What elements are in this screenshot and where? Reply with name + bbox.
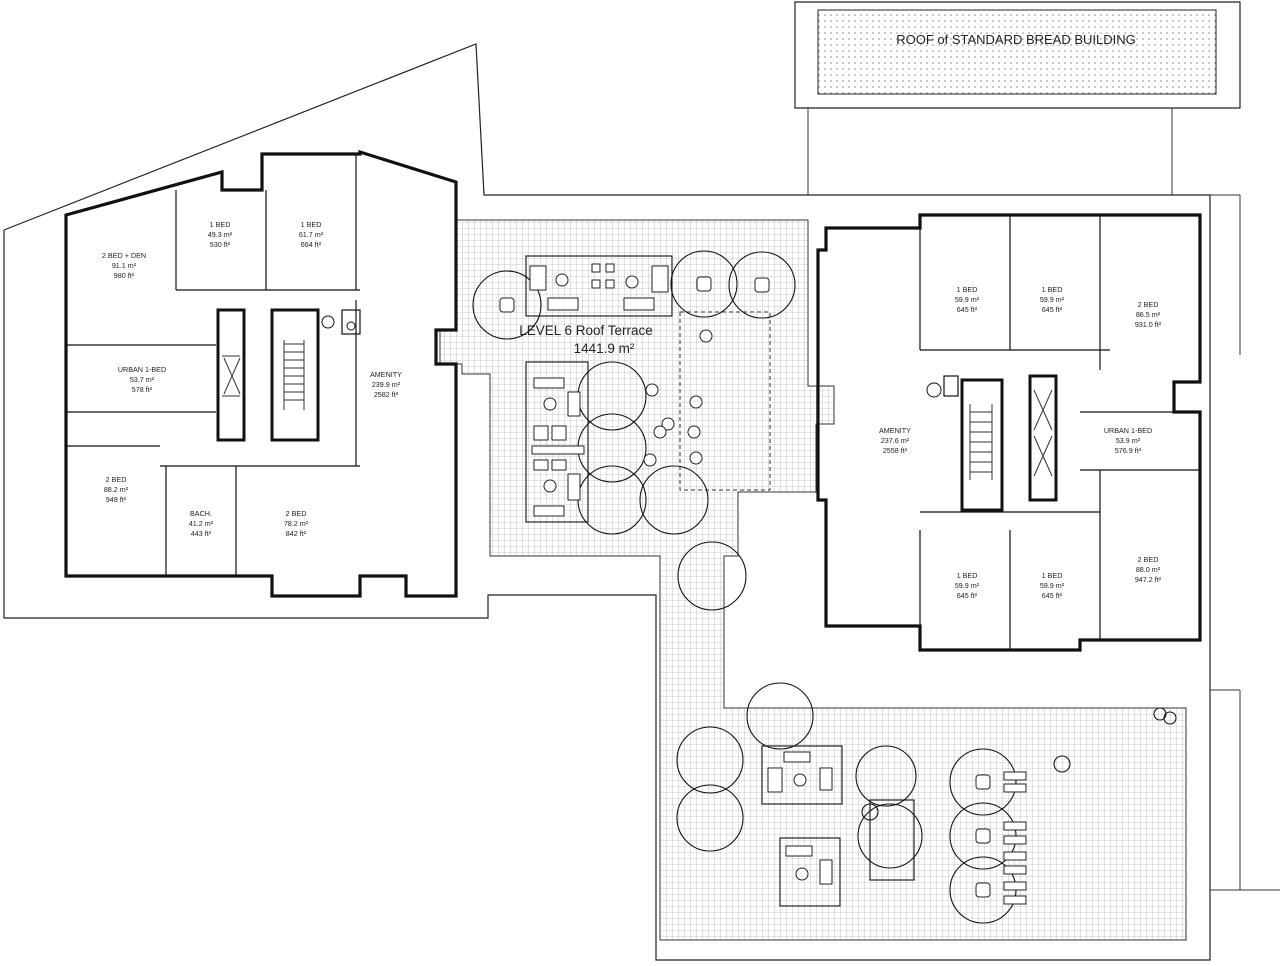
unit-m2-1bed-b: 61.7 m² xyxy=(299,230,324,239)
unit-ft2-2bed-a: 949 ft² xyxy=(106,495,127,504)
unit-ft2-bach: 443 ft² xyxy=(191,529,212,538)
unit-name-2bed-d: 2 BED xyxy=(1138,555,1159,564)
unit-m2-1bed-c: 59.9 m² xyxy=(955,295,980,304)
unit-ft2-1bed-e: 645 ft² xyxy=(957,591,978,600)
unit-ft2-amenity: 2582 ft² xyxy=(374,390,399,399)
unit-ft2-1bed-b: 664 ft² xyxy=(301,240,322,249)
unit-name-bach: BACH. xyxy=(190,509,212,518)
unit-ft2-urban-1bed: 578 ft² xyxy=(132,385,153,394)
unit-ft2-1bed-f: 645 ft² xyxy=(1042,591,1063,600)
standard-bread-title: ROOF of STANDARD BREAD BUILDING xyxy=(896,32,1136,47)
left-unit-labels: 2 BED + DEN 91.1 m² 980 ft² 1 BED 49.3 m… xyxy=(102,220,402,538)
unit-name-1bed-c: 1 BED xyxy=(957,285,978,294)
unit-ft2-2bed-b: 842 ft² xyxy=(286,529,307,538)
unit-name-urban-1bed: URBAN 1-BED xyxy=(118,365,166,374)
terrace-name: LEVEL 6 Roof Terrace xyxy=(519,323,653,338)
terrace-area: 1441.9 m² xyxy=(574,341,635,356)
unit-name-2bed-b: 2 BED xyxy=(286,509,307,518)
site-outline xyxy=(3,43,1280,961)
unit-ft2-1bed-d: 645 ft² xyxy=(1042,305,1063,314)
right-building xyxy=(816,213,1202,652)
unit-m2-2bed-a: 88.2 m² xyxy=(104,485,129,494)
unit-ft2-1bed-c: 645 ft² xyxy=(957,305,978,314)
unit-name-1bed-e: 1 BED xyxy=(957,571,978,580)
unit-m2-1bed-e: 59.9 m² xyxy=(955,581,980,590)
unit-m2-1bed-f: 59.9 m² xyxy=(1040,581,1065,590)
unit-name-1bed-f: 1 BED xyxy=(1042,571,1063,580)
unit-m2-bach: 41.2 m² xyxy=(189,519,214,528)
unit-m2-2bed-c: 86.5 m² xyxy=(1136,310,1161,319)
unit-name-amenity-r: AMENITY xyxy=(879,426,911,435)
left-building xyxy=(64,149,458,598)
unit-m2-2bed-den: 91.1 m² xyxy=(112,261,137,270)
unit-m2-2bed-d: 88.0 m² xyxy=(1136,565,1161,574)
unit-ft2-1bed-a: 530 ft² xyxy=(210,240,231,249)
unit-ft2-amenity-r: 2558 ft² xyxy=(883,446,908,455)
standard-bread-roof: ROOF of STANDARD BREAD BUILDING xyxy=(794,1,1241,195)
unit-m2-1bed-d: 59.9 m² xyxy=(1040,295,1065,304)
unit-name-amenity: AMENITY xyxy=(370,370,402,379)
unit-ft2-urban-1bed-r: 576.9 ft² xyxy=(1115,446,1142,455)
unit-m2-amenity: 239.9 m² xyxy=(372,380,401,389)
unit-m2-urban-1bed-r: 53.9 m² xyxy=(1116,436,1141,445)
unit-name-urban-1bed-r: URBAN 1-BED xyxy=(1104,426,1152,435)
unit-name-1bed-d: 1 BED xyxy=(1042,285,1063,294)
unit-m2-2bed-b: 78.2 m² xyxy=(284,519,309,528)
unit-m2-urban-1bed: 53.7 m² xyxy=(130,375,155,384)
right-unit-labels: 1 BED 59.9 m² 645 ft² 1 BED 59.9 m² 645 … xyxy=(879,285,1162,600)
trees xyxy=(472,250,1177,924)
unit-ft2-2bed-den: 980 ft² xyxy=(114,271,135,280)
unit-name-1bed-b: 1 BED xyxy=(301,220,322,229)
unit-name-2bed-den: 2 BED + DEN xyxy=(102,251,146,260)
unit-m2-1bed-a: 49.3 m² xyxy=(208,230,233,239)
unit-name-2bed-a: 2 BED xyxy=(106,475,127,484)
unit-ft2-2bed-c: 931.0 ft² xyxy=(1135,320,1162,329)
unit-name-2bed-c: 2 BED xyxy=(1138,300,1159,309)
roof-terrace: LEVEL 6 Roof Terrace 1441.9 m² xyxy=(439,219,1187,941)
unit-ft2-2bed-d: 947.2 ft² xyxy=(1135,575,1162,584)
unit-m2-amenity-r: 237.6 m² xyxy=(881,436,910,445)
terrace-furniture xyxy=(499,263,1027,905)
unit-name-1bed-a: 1 BED xyxy=(210,220,231,229)
